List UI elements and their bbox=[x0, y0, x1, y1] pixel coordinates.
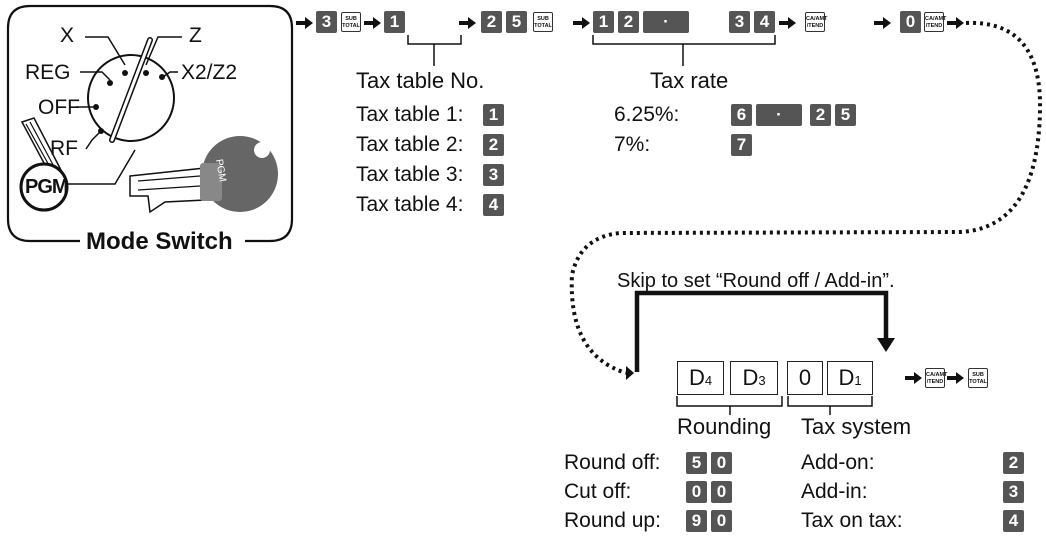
switch-label-rf: RF bbox=[50, 137, 78, 160]
key-decimal: · bbox=[643, 11, 689, 33]
tax-table-4-key: 4 bbox=[483, 194, 504, 216]
tax-table-2-label: Tax table 2: bbox=[356, 133, 464, 156]
tax-table-2-key: 2 bbox=[483, 134, 504, 156]
digit-box-d1: D1 bbox=[827, 361, 873, 395]
key-6: 6 bbox=[731, 104, 752, 126]
tax-on-tax-key: 4 bbox=[1003, 510, 1024, 532]
rounding-heading: Rounding bbox=[677, 414, 772, 439]
round-off-key-5: 5 bbox=[686, 452, 707, 474]
tax-table-1-key: 1 bbox=[483, 104, 504, 126]
add-in-label: Add-in: bbox=[801, 480, 868, 503]
cut-off-key-0a: 0 bbox=[686, 481, 707, 503]
key-7: 7 bbox=[731, 134, 752, 156]
tax-on-tax-label: Tax on tax: bbox=[801, 509, 903, 532]
add-in-key: 3 bbox=[1003, 481, 1024, 503]
tax-table-3-key: 3 bbox=[483, 164, 504, 186]
tax-system-heading: Tax system bbox=[801, 414, 912, 439]
key-5: 5 bbox=[506, 11, 527, 33]
switch-label-x2z2: X2/Z2 bbox=[181, 61, 238, 84]
round-off-label: Round off: bbox=[564, 451, 661, 474]
round-up-key-0: 0 bbox=[711, 510, 732, 532]
add-on-label: Add-on: bbox=[801, 451, 875, 474]
switch-label-x: X bbox=[60, 24, 75, 47]
cut-off-key-0b: 0 bbox=[711, 481, 732, 503]
round-off-key-0: 0 bbox=[711, 452, 732, 474]
mode-switch-frame bbox=[6, 4, 294, 243]
tax-rate-625-label: 6.25%: bbox=[614, 103, 680, 126]
dotted-connector bbox=[569, 20, 1043, 375]
tax-table-1-label: Tax table 1: bbox=[356, 103, 464, 126]
switch-label-pgm: PGM bbox=[25, 176, 69, 198]
round-up-label: Round up: bbox=[564, 509, 661, 532]
switch-label-z: Z bbox=[189, 24, 202, 47]
add-on-key: 2 bbox=[1003, 452, 1024, 474]
pgm-circle bbox=[19, 162, 69, 212]
cut-off-label: Cut off: bbox=[564, 480, 632, 503]
round-up-key-9: 9 bbox=[686, 510, 707, 532]
mode-switch-caption: Mode Switch bbox=[86, 228, 233, 255]
digit-box-d4: D4 bbox=[677, 361, 724, 395]
row1-arrows bbox=[296, 17, 964, 29]
tax-table-4-label: Tax table 4: bbox=[356, 193, 464, 216]
key-1: 1 bbox=[384, 11, 405, 33]
digit-box-zero: 0 bbox=[787, 361, 823, 395]
key-0: 0 bbox=[900, 11, 921, 33]
ca-amt-tend-key: CA/AMT/TEND bbox=[925, 368, 947, 388]
key-3: 3 bbox=[729, 11, 750, 33]
tax-table-heading: Tax table No. bbox=[356, 68, 485, 93]
key-illustration bbox=[129, 136, 278, 214]
key-2: 2 bbox=[810, 104, 831, 126]
skip-path bbox=[634, 290, 889, 372]
tax-table-3-label: Tax table 3: bbox=[356, 163, 464, 186]
switch-label-off: OFF bbox=[38, 96, 80, 119]
ca-amt-tend-key: CA/AMT/TEND bbox=[805, 12, 827, 32]
key-4: 4 bbox=[754, 11, 775, 33]
ca-amt-tend-key: CA/AMT/TEND bbox=[924, 12, 946, 32]
key-1: 1 bbox=[593, 11, 614, 33]
tax-rate-heading: Tax rate bbox=[650, 68, 729, 93]
key-3: 3 bbox=[316, 11, 337, 33]
skip-note: Skip to set “Round off / Add-in”. bbox=[617, 270, 895, 292]
tax-rate-7-label: 7%: bbox=[614, 133, 651, 156]
key-2: 2 bbox=[481, 11, 502, 33]
key-decimal: · bbox=[756, 104, 802, 126]
key-5: 5 bbox=[835, 104, 856, 126]
switch-label-reg: REG bbox=[25, 61, 71, 84]
key-2: 2 bbox=[618, 11, 639, 33]
digit-box-d3: D3 bbox=[730, 361, 778, 395]
